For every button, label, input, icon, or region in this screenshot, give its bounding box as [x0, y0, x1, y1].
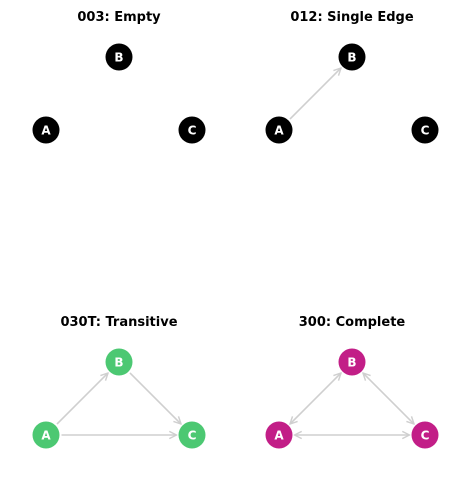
node-circle [178, 116, 206, 144]
node-label: B [347, 355, 356, 369]
node-b: B [105, 348, 133, 376]
node-label: B [114, 50, 123, 64]
panel-030t-transitive: 030T: Transitive A B C [32, 315, 206, 449]
node-circle [411, 116, 439, 144]
node-c: C [411, 421, 439, 449]
edge-b-c [363, 373, 414, 424]
node-circle [338, 43, 366, 71]
node-label: C [188, 428, 197, 442]
node-circle [105, 348, 133, 376]
node-a: A [265, 116, 293, 144]
node-label: A [41, 123, 51, 137]
node-a: A [265, 421, 293, 449]
node-label: B [347, 50, 356, 64]
panel-title: 003: Empty [77, 10, 161, 25]
node-circle [32, 421, 60, 449]
edge-a-b [56, 373, 108, 425]
node-a: A [32, 116, 60, 144]
panel-003-empty: 003: Empty A B C [32, 10, 206, 144]
node-b: B [105, 43, 133, 71]
panel-title: 300: Complete [299, 315, 406, 330]
panel-title: 012: Single Edge [290, 10, 414, 25]
panel-title: 030T: Transitive [60, 315, 177, 330]
node-c: C [178, 421, 206, 449]
node-a: A [32, 421, 60, 449]
nodes: A B C [32, 348, 206, 449]
node-c: C [411, 116, 439, 144]
edges [290, 373, 414, 435]
panel-300-complete: 300: Complete A B C [265, 315, 439, 449]
edge-b-c [129, 372, 181, 424]
node-circle [178, 421, 206, 449]
node-b: B [338, 348, 366, 376]
node-label: A [274, 428, 284, 442]
node-circle [338, 348, 366, 376]
node-circle [411, 421, 439, 449]
node-circle [265, 116, 293, 144]
node-label: C [421, 428, 430, 442]
node-circle [32, 116, 60, 144]
edge-a-b [289, 68, 341, 120]
node-c: C [178, 116, 206, 144]
node-circle [265, 421, 293, 449]
panel-012-single-edge: 012: Single Edge A B C [265, 10, 439, 144]
nodes: A B C [265, 348, 439, 449]
node-b: B [338, 43, 366, 71]
node-label: A [41, 428, 51, 442]
nodes: A B C [265, 43, 439, 144]
edges [289, 68, 341, 120]
edge-a-b [290, 373, 341, 424]
node-circle [105, 43, 133, 71]
edges [56, 372, 181, 435]
nodes: A B C [32, 43, 206, 144]
node-label: B [114, 355, 123, 369]
node-label: A [274, 123, 284, 137]
node-label: C [188, 123, 197, 137]
node-label: C [421, 123, 430, 137]
